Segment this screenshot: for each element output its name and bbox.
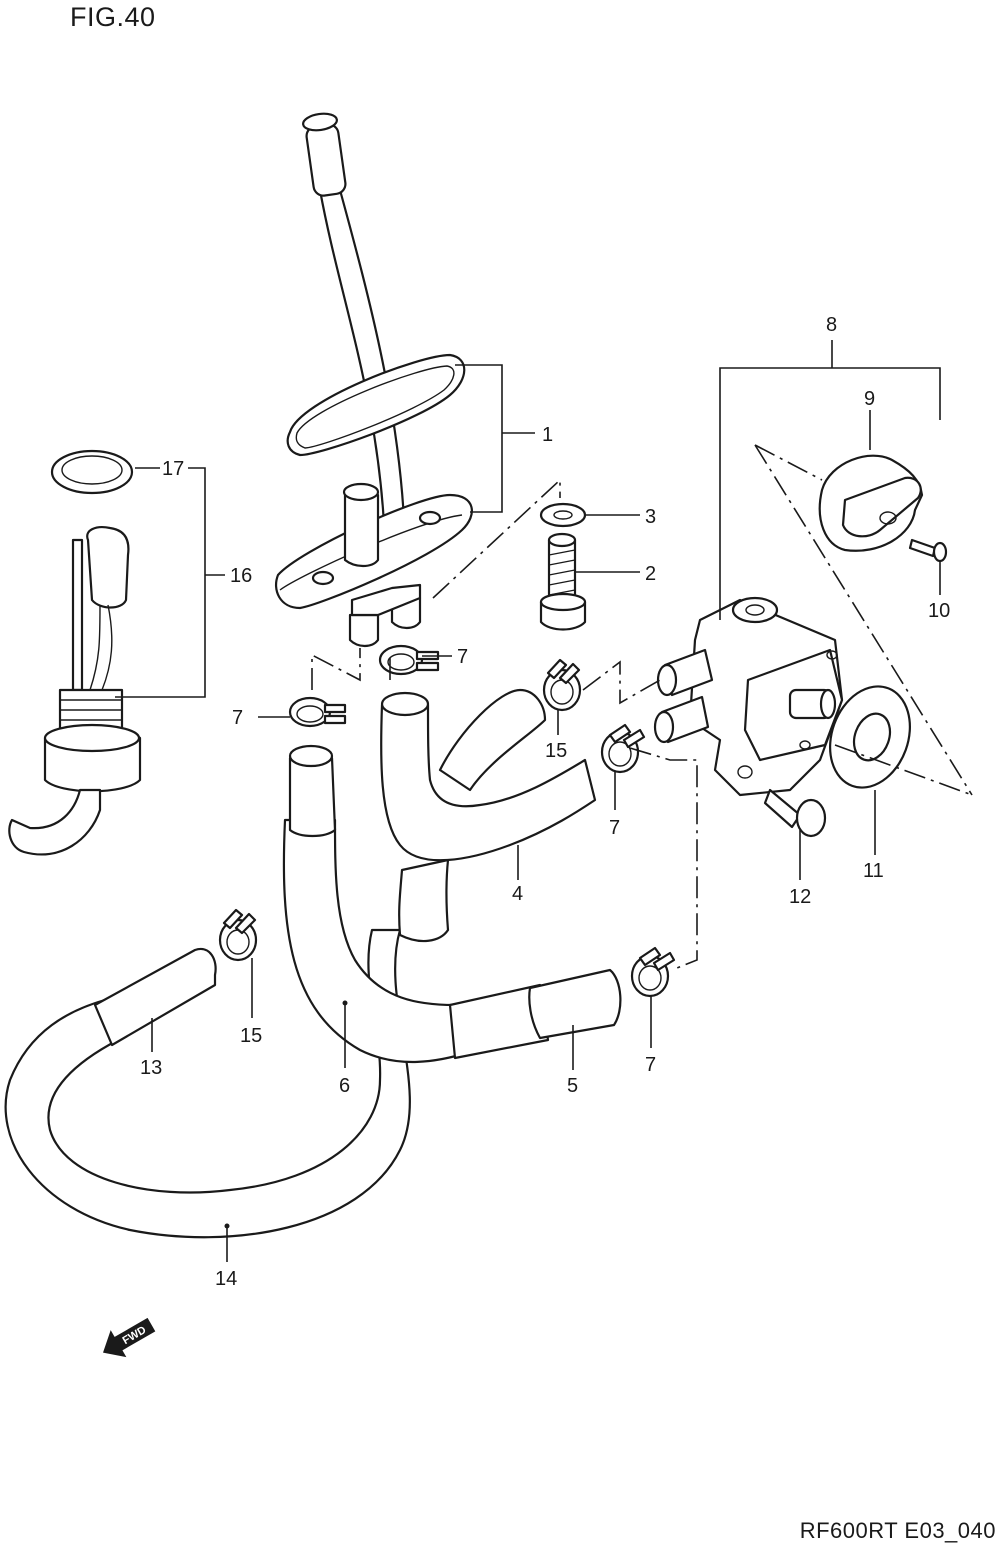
callout-2: 2 xyxy=(645,563,656,585)
assembly-line-valve-lower xyxy=(629,747,698,971)
callout-7b: 7 xyxy=(457,646,468,668)
clamp-7b xyxy=(378,644,440,676)
leader-14-dot xyxy=(224,1223,230,1229)
valve-bolt-hole-1 xyxy=(826,650,838,660)
callout-12: 12 xyxy=(789,886,811,908)
sender-rod xyxy=(71,538,84,692)
leader-16-17 xyxy=(115,467,225,698)
callout-8: 8 xyxy=(826,314,837,336)
valve-top-boss xyxy=(731,596,779,624)
callout-1: 1 xyxy=(542,424,553,446)
assembly-line-tank xyxy=(432,478,561,599)
callout-3: 3 xyxy=(645,506,656,528)
clamp-15b xyxy=(218,908,258,962)
fwd-label: FWD xyxy=(121,1324,149,1347)
hose-5 xyxy=(448,983,550,1060)
leader-1 xyxy=(455,364,535,513)
o-ring-inner xyxy=(61,455,123,485)
figure-title: FIG.40 xyxy=(70,2,156,32)
hose-5-sleeve xyxy=(528,968,622,1040)
callout-7c: 7 xyxy=(609,817,620,839)
screw xyxy=(908,538,937,558)
pickup-strainer xyxy=(305,123,347,197)
assembly-line-left xyxy=(311,648,361,690)
leader-8 xyxy=(719,340,941,620)
valve-lever-grip xyxy=(841,476,922,538)
valve-seal-inner xyxy=(852,712,892,762)
pickup-post-top xyxy=(342,482,380,502)
callout-7d: 7 xyxy=(645,1054,656,1076)
valve-spindle-end xyxy=(819,688,837,720)
sender-wire xyxy=(89,604,113,691)
callout-16: 16 xyxy=(230,565,252,587)
hose-6-end xyxy=(288,744,334,768)
assembly-line-lever xyxy=(754,444,973,796)
callout-5: 5 xyxy=(567,1075,578,1097)
callout-15a: 15 xyxy=(545,740,567,762)
sender-nut-top xyxy=(43,723,141,753)
callout-15b: 15 xyxy=(240,1025,262,1047)
sender-thread xyxy=(60,699,122,721)
valve-top-hole xyxy=(745,604,765,616)
bolt-threads xyxy=(548,549,576,596)
valve-lever-screw-hole xyxy=(879,511,897,525)
valve-outlet-lower-end xyxy=(653,710,675,744)
hose-4 xyxy=(380,703,597,862)
hose-riser xyxy=(398,858,450,943)
leader-6-dot xyxy=(342,1000,348,1006)
clamp-7c xyxy=(600,723,646,774)
valve-bolt-hole-2 xyxy=(799,740,811,750)
sender-float xyxy=(86,526,130,609)
callout-17: 17 xyxy=(162,458,184,480)
callout-6: 6 xyxy=(339,1075,350,1097)
nipple-left xyxy=(348,613,380,648)
callout-11: 11 xyxy=(863,860,884,882)
hose-13 xyxy=(93,947,217,1047)
sender-lead xyxy=(8,788,102,856)
washer xyxy=(539,502,587,528)
nipple-base xyxy=(350,583,422,617)
callout-13: 13 xyxy=(140,1057,162,1079)
washer-hole xyxy=(553,510,573,520)
pickup-post xyxy=(343,493,380,568)
pickup-gasket xyxy=(286,353,466,457)
plate-hole-right xyxy=(418,510,442,526)
bolt-head-top xyxy=(539,592,587,612)
bolt-shank-end xyxy=(547,532,577,548)
callout-7a: 7 xyxy=(232,707,243,729)
hose-4-branch xyxy=(438,688,547,792)
o-ring xyxy=(50,449,134,495)
callout-9: 9 xyxy=(864,388,875,410)
pickup-gasket-inner xyxy=(295,365,455,449)
hose-4-end xyxy=(380,691,430,717)
assembly-line-valve-upper xyxy=(582,660,661,705)
plate-hole-left xyxy=(311,570,335,586)
drawing-code: RF600RT E03_040 xyxy=(799,1518,996,1543)
fwd-arrow-icon: FWD xyxy=(103,1317,156,1358)
callout-10: 10 xyxy=(928,600,950,622)
clamp-15a xyxy=(542,658,582,712)
valve-bolt-hole-3 xyxy=(737,765,753,779)
clamp-7a xyxy=(288,696,347,728)
drain-screw xyxy=(763,788,802,829)
screw-head xyxy=(932,541,948,563)
callout-4: 4 xyxy=(512,883,523,905)
callout-14: 14 xyxy=(215,1268,237,1290)
drain-screw-head xyxy=(795,798,827,838)
clamp-7d xyxy=(630,946,676,998)
valve-outlet-upper-end xyxy=(656,663,678,697)
hose-6-sleeve xyxy=(288,756,337,838)
pickup-strainer-end xyxy=(302,112,338,132)
